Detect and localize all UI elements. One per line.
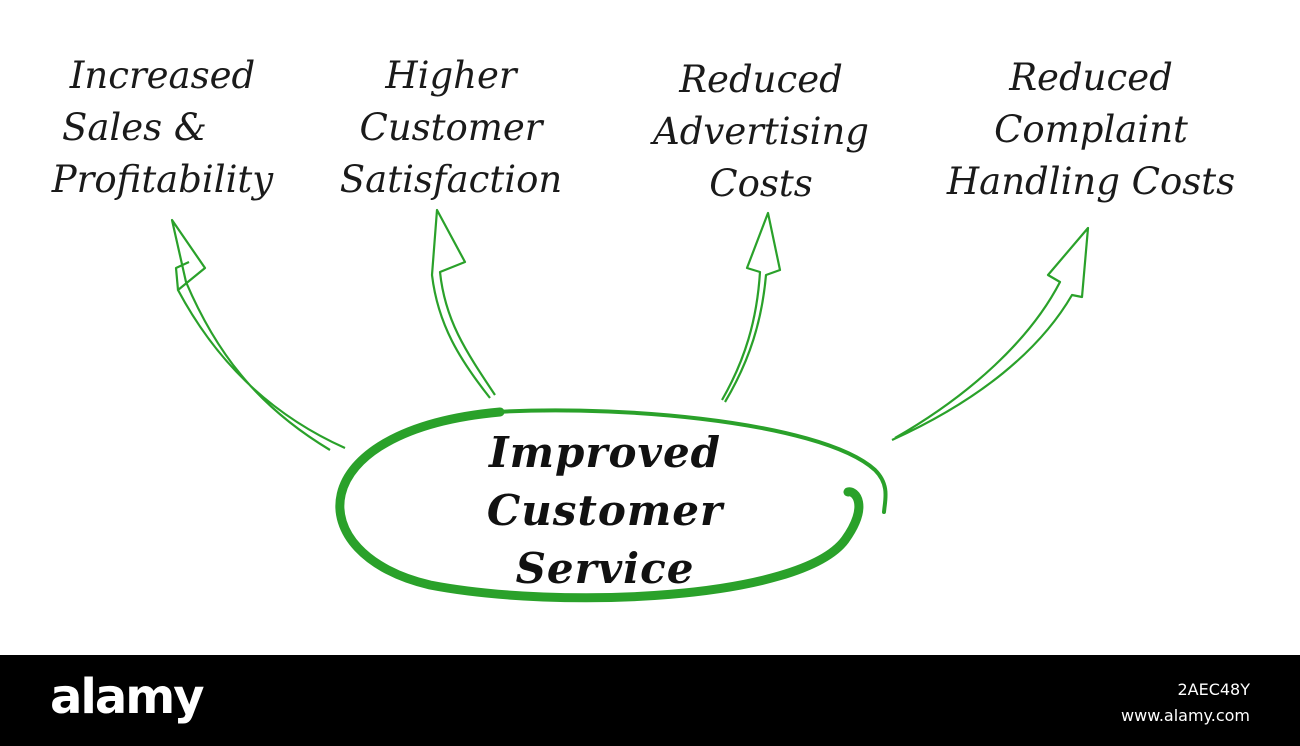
outcome-line: Reduced <box>1009 56 1173 99</box>
outcome-line: Complaint <box>994 108 1188 151</box>
center-line: Service <box>515 544 695 593</box>
image-id: 2AEC48Y <box>1177 680 1250 699</box>
diagram-canvas <box>170 208 1090 603</box>
outcome-advertising-costs: Reduced Advertising Costs <box>645 54 877 210</box>
center-label: Improved Customer Service <box>420 424 790 598</box>
outcome-line: Advertising <box>653 110 869 153</box>
outcome-line: Costs <box>709 162 813 205</box>
arrow-to-advertising <box>721 211 782 403</box>
outcome-line: Sales & <box>62 106 207 149</box>
alamy-logo: alamy <box>50 669 205 725</box>
arrow-to-sales <box>170 218 346 451</box>
outcome-line: Higher <box>385 54 517 97</box>
outcome-complaint-handling-costs: Reduced Complaint Handling Costs <box>940 52 1242 208</box>
outcome-line: Increased <box>69 54 256 97</box>
outcome-customer-satisfaction: Higher Customer Satisfaction <box>335 50 567 206</box>
watermark-footer: alamy 2AEC48Y www.alamy.com <box>0 655 1300 746</box>
outcome-line: Reduced <box>679 58 843 101</box>
arrow-to-complaint <box>891 226 1090 442</box>
outcome-line: Customer <box>359 106 543 149</box>
arrow-to-satisfaction <box>430 208 496 399</box>
watermark-url: www.alamy.com <box>1121 706 1250 725</box>
outcome-line: Handling Costs <box>946 160 1236 203</box>
outcome-line: Satisfaction <box>339 158 563 201</box>
outcome-line: Profitability <box>51 158 274 201</box>
image-id-block: 2AEC48Y www.alamy.com <box>1121 677 1250 729</box>
center-ellipse <box>335 407 864 603</box>
center-line: Improved <box>488 428 722 477</box>
center-line: Customer <box>486 486 724 535</box>
center-ellipse-overlap <box>468 408 888 514</box>
outcome-sales-profitability: Increased Sales & Profitability <box>40 50 285 206</box>
